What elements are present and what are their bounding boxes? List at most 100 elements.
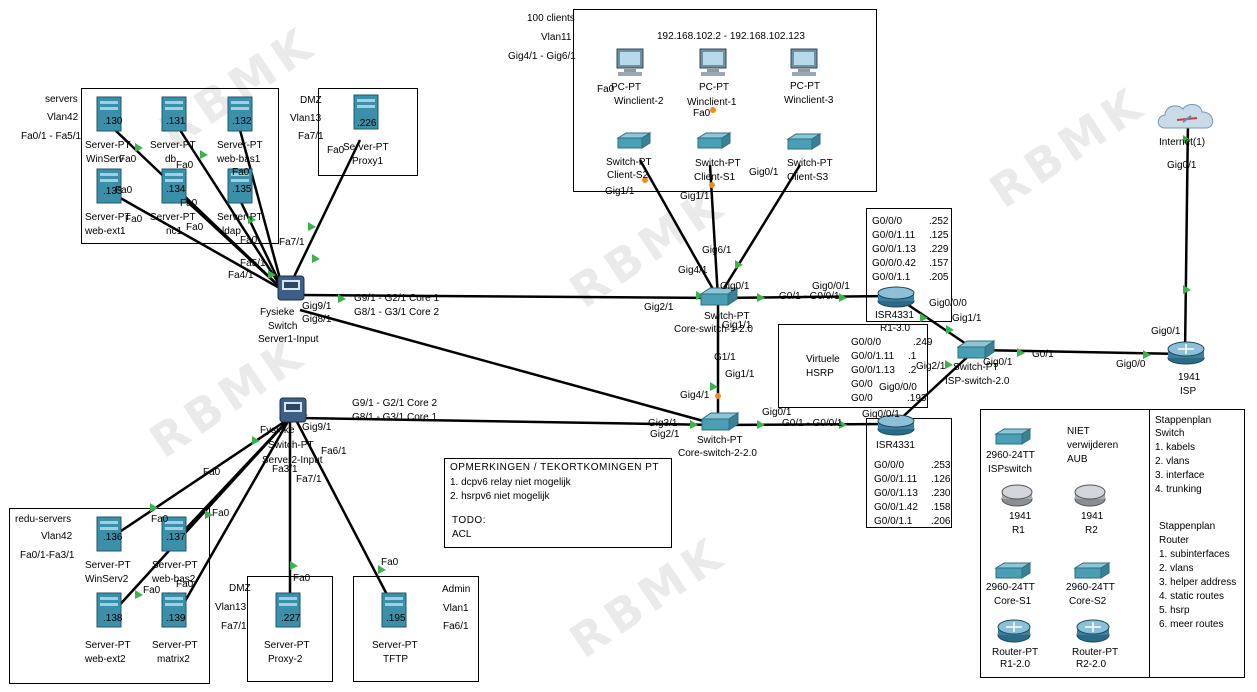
- port-label: Fa0: [327, 145, 345, 156]
- port-label: Fa7/1: [296, 474, 322, 485]
- switch-icon: [696, 132, 732, 149]
- router-r1[interactable]: [876, 286, 916, 308]
- legend-router-r1[interactable]: [1000, 484, 1034, 508]
- legend-niet: AUB: [1067, 454, 1088, 465]
- server-139[interactable]: [160, 592, 188, 628]
- servers-ports: Fa0/1 - Fa5/1: [21, 131, 82, 142]
- legend-d7-name: R2-2.0: [1076, 659, 1107, 670]
- port-status-wait: [709, 182, 715, 188]
- sw-s1-type: Switch-PT: [695, 158, 741, 169]
- core-switch-1[interactable]: [699, 287, 739, 307]
- server-226-type: Server-PT: [343, 142, 389, 153]
- internet-cloud[interactable]: [1155, 100, 1219, 134]
- pc-icon: [790, 48, 818, 76]
- server-icon: [96, 516, 122, 552]
- port-label: Fa3/1: [272, 464, 298, 475]
- router-steps: 2. vlans: [1159, 563, 1194, 574]
- pc-winclient-1[interactable]: [697, 48, 729, 78]
- r1-type: ISR4331: [875, 310, 914, 321]
- port-label: Gig0/1: [749, 167, 779, 178]
- physical-switch-icon: [277, 275, 305, 301]
- port-status-up: [757, 420, 765, 429]
- server-132[interactable]: [226, 96, 254, 132]
- server-131[interactable]: [160, 96, 188, 132]
- port-status-wait: [642, 177, 648, 183]
- switch-client-s2[interactable]: [616, 132, 652, 150]
- pc-client1-type: PC-PT: [699, 82, 729, 93]
- clients-ports: Gig4/1 - Gig6/1: [508, 51, 576, 62]
- server-133[interactable]: [95, 168, 123, 204]
- switch-client-s3[interactable]: [786, 133, 822, 151]
- r1-if: G0/0/0: [872, 216, 903, 227]
- sw-s1-name: Client-S1: [694, 172, 736, 183]
- server-137-name: web-bas2: [152, 574, 196, 585]
- port-status-up: [248, 215, 256, 224]
- server-icon: [227, 96, 253, 132]
- cable: [974, 348, 1186, 356]
- hsrp-if: G0/0: [851, 393, 873, 404]
- link-core2-a: G9/1 - G2/1 Core 2: [352, 398, 438, 409]
- port-label: Fa0: [143, 585, 161, 596]
- core-switch-2[interactable]: [700, 412, 740, 432]
- server-130[interactable]: [95, 96, 123, 132]
- port-label: Gig8/1: [302, 314, 332, 325]
- port-label: Gig2/1: [916, 361, 946, 372]
- server-195[interactable]: [380, 592, 408, 628]
- server-138[interactable]: [95, 592, 123, 628]
- isp-switch[interactable]: [956, 340, 996, 360]
- physical-switch-2[interactable]: [278, 396, 308, 424]
- port-status-up: [945, 360, 953, 369]
- switch-client-s1[interactable]: [696, 132, 732, 150]
- server-132-ip: .132: [232, 116, 252, 127]
- port-label: Fa0: [381, 557, 399, 568]
- admin-port: Fa6/1: [443, 621, 469, 632]
- router-isp[interactable]: [1166, 340, 1206, 366]
- port-label: Gig1/1: [952, 313, 982, 324]
- router-r2[interactable]: [876, 414, 916, 436]
- port-status-up: [135, 143, 143, 152]
- legend-router-r1-2[interactable]: [996, 618, 1032, 644]
- port-label: Fa0: [240, 235, 258, 246]
- legend-router-r2-2[interactable]: [1075, 618, 1111, 644]
- port-label: Gig0/0/1: [812, 281, 850, 292]
- server-135[interactable]: [226, 168, 254, 204]
- link-ispsw-isp: G0/1: [1032, 349, 1054, 360]
- server-135-name: ldap: [222, 226, 241, 237]
- link-c1-r1: G0/1 - G0/0/1: [779, 291, 840, 302]
- physical-switch-1[interactable]: [276, 274, 306, 302]
- switch-icon: [994, 428, 1032, 445]
- switch-steps: 3. interface: [1155, 470, 1205, 481]
- port-label: Fa4/1: [228, 270, 254, 281]
- router-steps: Stappenplan: [1159, 521, 1216, 532]
- server-137[interactable]: [160, 516, 188, 552]
- core2-name: Core-switch-2-2.0: [678, 448, 757, 459]
- server-227[interactable]: [274, 592, 302, 628]
- port-label: Fa0: [176, 579, 194, 590]
- pc-winclient-3[interactable]: [788, 48, 820, 78]
- r1-if: G0/0/0.42: [872, 258, 916, 269]
- isp-type: 1941: [1178, 372, 1201, 383]
- cable: [1183, 119, 1190, 355]
- legend-core-s1[interactable]: [994, 562, 1032, 580]
- internet-name: Internet(1): [1159, 137, 1206, 148]
- port-label: Fa0: [119, 154, 137, 165]
- server-136[interactable]: [95, 516, 123, 552]
- port-label: Gig0/0/0: [929, 298, 967, 309]
- sw-s3-name: Client-S3: [787, 172, 829, 183]
- cable: [114, 417, 291, 611]
- legend-router-r2[interactable]: [1073, 484, 1107, 508]
- server-134[interactable]: [160, 168, 188, 204]
- legend-niet: NIET: [1067, 426, 1090, 437]
- legend-d1-name: ISPswitch: [988, 464, 1032, 475]
- fys2-line2: Switch-PT: [268, 440, 314, 451]
- cable: [638, 159, 720, 299]
- r1-addr: .157: [929, 258, 949, 269]
- r2-addr: .126: [931, 474, 951, 485]
- legend-core-s2[interactable]: [1073, 562, 1111, 580]
- server-226[interactable]: [352, 94, 380, 130]
- legend-isp-switch[interactable]: [994, 428, 1032, 446]
- router-icon: [1167, 341, 1205, 365]
- core2-type: Switch-PT: [697, 435, 743, 446]
- admin-box: [353, 576, 479, 682]
- pc-winclient-2[interactable]: [614, 48, 646, 78]
